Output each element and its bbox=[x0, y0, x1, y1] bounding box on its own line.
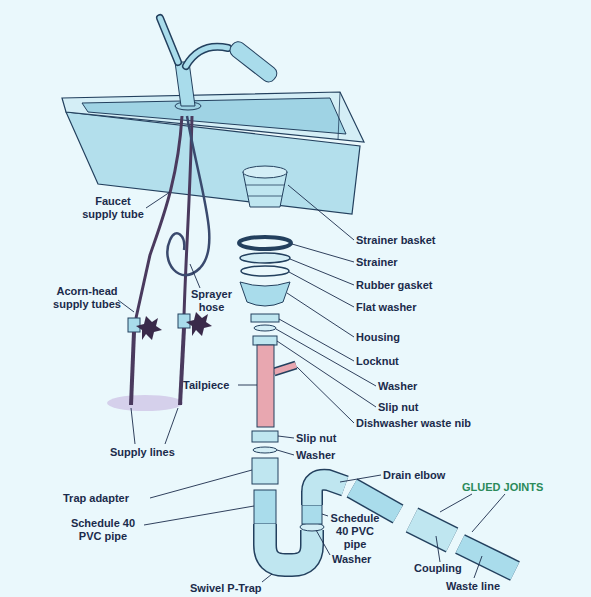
sprayer-head bbox=[227, 39, 279, 85]
coupling-outline bbox=[412, 520, 452, 540]
leader-line bbox=[165, 408, 178, 444]
part-label: Housing bbox=[356, 331, 446, 344]
part-label: Tailpiece bbox=[183, 379, 243, 392]
part-label: Slip nut bbox=[296, 432, 356, 445]
part-label: Acorn-head supply tubes bbox=[46, 285, 128, 311]
pvc-pipe bbox=[302, 505, 322, 524]
leader-line bbox=[287, 293, 354, 337]
strainer-basket-rim bbox=[243, 166, 287, 178]
part-label: Rubber gasket bbox=[356, 279, 466, 292]
supply-line bbox=[180, 328, 184, 405]
leader-line bbox=[131, 408, 135, 444]
part-label: Washer bbox=[296, 449, 356, 462]
part-label: Strainer bbox=[356, 256, 446, 269]
leader-line bbox=[297, 367, 354, 423]
slip-nut bbox=[252, 431, 278, 442]
part-label: Drain elbow bbox=[383, 469, 473, 482]
leader-line bbox=[290, 259, 354, 285]
leader-line bbox=[316, 530, 330, 555]
housing bbox=[240, 282, 290, 306]
locknut bbox=[251, 314, 279, 322]
supply-tube bbox=[184, 116, 192, 316]
flat-washer bbox=[241, 266, 289, 276]
leader-line bbox=[472, 494, 505, 532]
basket-slot bbox=[246, 185, 284, 186]
pvc-pipe bbox=[352, 488, 398, 514]
spout bbox=[186, 47, 228, 66]
leader-line bbox=[277, 450, 294, 455]
waste-line bbox=[460, 544, 515, 571]
leader-line bbox=[322, 514, 328, 516]
spout-outline bbox=[186, 47, 228, 66]
part-label: Schedule 40 PVC pipe bbox=[328, 512, 382, 551]
valve-handle bbox=[186, 312, 212, 336]
part-label: Sprayer hose bbox=[184, 288, 239, 314]
leader-line bbox=[262, 574, 272, 582]
part-label: GLUED JOINTS bbox=[462, 481, 572, 494]
part-label: Faucet supply tube bbox=[80, 195, 146, 221]
leader-line bbox=[279, 319, 354, 361]
waste-line-outline bbox=[460, 544, 515, 571]
leader-line bbox=[238, 385, 257, 386]
valve-handle bbox=[136, 316, 162, 340]
leader-line bbox=[146, 192, 170, 208]
leader-line bbox=[277, 341, 376, 407]
leader-line bbox=[436, 536, 440, 562]
leader-line bbox=[190, 264, 200, 288]
part-label: Trap adapter bbox=[63, 492, 153, 505]
drain-elbow bbox=[312, 480, 345, 505]
basket-slot bbox=[248, 196, 282, 197]
washer bbox=[253, 447, 277, 453]
slip-nut bbox=[253, 336, 277, 345]
part-label: Slip nut bbox=[378, 401, 468, 414]
sink-basin bbox=[82, 98, 346, 134]
tailpiece bbox=[257, 345, 274, 427]
faucet-lever-outline bbox=[160, 18, 178, 62]
drain-elbow-outline bbox=[312, 480, 345, 505]
leader-line bbox=[340, 475, 381, 482]
part-label: Flat washer bbox=[356, 301, 466, 314]
leader-line bbox=[440, 494, 472, 512]
rubber-gasket bbox=[240, 253, 290, 263]
leader-line bbox=[474, 556, 482, 578]
part-label: Coupling bbox=[414, 562, 484, 575]
valve-body bbox=[178, 314, 190, 328]
part-label: Washer bbox=[332, 553, 392, 566]
faucet-lever bbox=[160, 18, 178, 62]
valve-body bbox=[128, 318, 140, 332]
floor-shadow bbox=[107, 395, 183, 411]
strainer bbox=[239, 237, 291, 249]
part-label: Schedule 40 PVC pipe bbox=[63, 517, 143, 543]
leader-line bbox=[288, 185, 354, 240]
part-label: Swivel P-Trap bbox=[190, 582, 280, 595]
dishwasher-nib-outline bbox=[274, 365, 296, 372]
part-label: Locknut bbox=[356, 355, 446, 368]
sprayer-body bbox=[227, 39, 279, 85]
supply-line bbox=[131, 332, 134, 405]
leader-line bbox=[144, 506, 254, 525]
pvc-pipe-outline bbox=[352, 488, 398, 514]
leader-lines bbox=[118, 185, 505, 582]
sprayer-hose bbox=[167, 116, 209, 275]
leader-line bbox=[278, 436, 294, 438]
leader-line bbox=[292, 244, 354, 262]
part-label: Supply lines bbox=[110, 446, 200, 459]
leader-line bbox=[289, 272, 354, 307]
pvc-pipe bbox=[254, 490, 276, 524]
coupling bbox=[412, 520, 452, 540]
washer bbox=[254, 325, 276, 331]
part-label: Strainer basket bbox=[356, 234, 466, 247]
part-label: Dishwasher waste nib bbox=[356, 417, 506, 430]
trap-adapter bbox=[252, 458, 278, 484]
part-label: Waste line bbox=[446, 580, 526, 593]
sink-rim bbox=[62, 92, 364, 142]
leader-line bbox=[150, 470, 252, 498]
sink-edge bbox=[338, 92, 340, 140]
part-label: Washer bbox=[378, 380, 468, 393]
dishwasher-nib bbox=[274, 365, 296, 372]
